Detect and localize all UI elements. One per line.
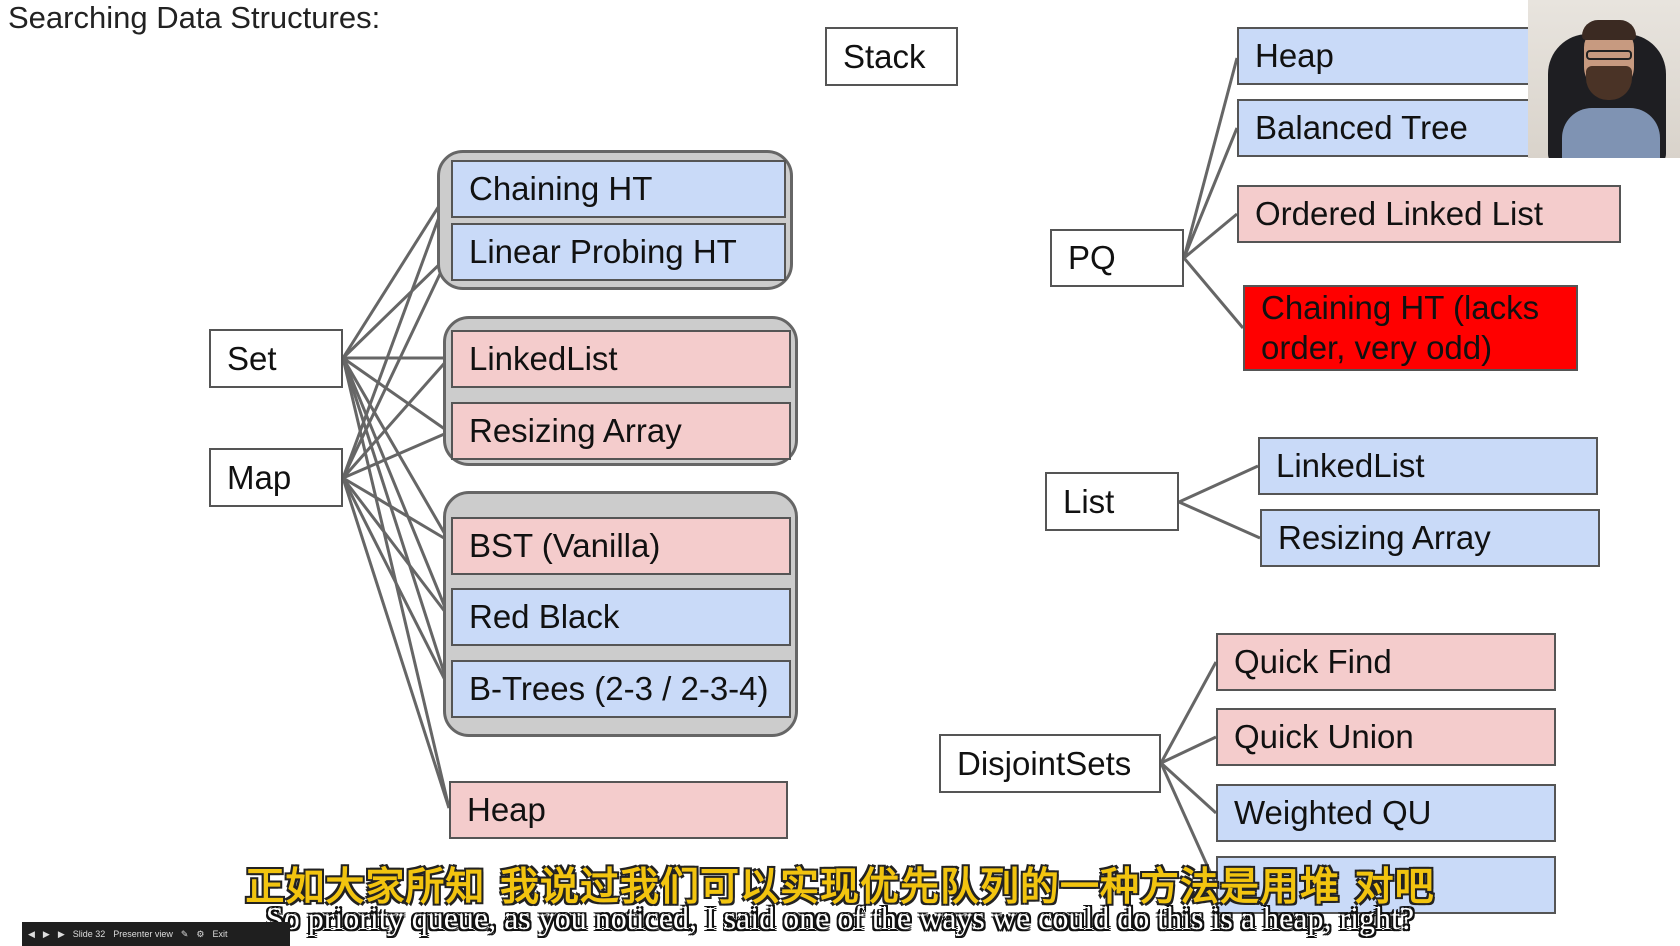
map-connector-7 [341, 477, 451, 809]
pq-connector-3 [1182, 257, 1245, 329]
map-connector-3 [342, 430, 450, 480]
disjointsets-fourth-box [1216, 856, 1556, 914]
pq-ordered-linked-list-box: Ordered Linked List [1237, 185, 1621, 243]
disjointsets-connector-2 [1159, 761, 1218, 815]
bst-vanilla-box: BST (Vanilla) [451, 517, 791, 575]
settings-icon[interactable]: ⚙ [196, 928, 205, 939]
map-box: Map [209, 448, 343, 507]
weighted-qu-box: Weighted QU [1216, 784, 1556, 842]
chaining-ht-box: Chaining HT [451, 160, 786, 218]
disjointsets-box: DisjointSets [939, 734, 1161, 793]
prev-slide-icon[interactable]: ◀ [28, 928, 35, 939]
pq-connector-0 [1182, 57, 1239, 259]
set-connector-6 [341, 357, 451, 689]
map-connector-5 [341, 477, 451, 618]
pq-connector-1 [1182, 127, 1239, 259]
heap-box: Heap [449, 781, 788, 839]
linkedlist-box: LinkedList [451, 330, 791, 388]
pq-balanced-tree-box: Balanced Tree [1237, 99, 1537, 157]
set-connector-3 [342, 356, 450, 434]
linear-probing-ht-box: Linear Probing HT [451, 223, 786, 281]
list-connector-0 [1178, 464, 1259, 504]
subtitle-chinese: 正如大家所知 我说过我们可以实现优先队列的一种方法是用堆 对吧 [245, 865, 1435, 910]
pq-connector-2 [1183, 212, 1238, 260]
map-connector-1 [341, 254, 451, 479]
quick-find-box: Quick Find [1216, 633, 1556, 691]
set-connector-7 [341, 357, 451, 809]
exit-button[interactable]: Exit [212, 929, 228, 939]
set-connector-4 [341, 357, 451, 542]
presenter-webcam [1528, 0, 1680, 158]
slide-title: Searching Data Structures: [8, 0, 381, 35]
list-linkedlist-box: LinkedList [1258, 437, 1598, 495]
set-connector-1 [341, 253, 451, 360]
subtitle-english: So priority queue, as you noticed, I sai… [265, 900, 1415, 936]
next-slide-icon[interactable]: ▶ [57, 928, 65, 939]
red-black-box: Red Black [451, 588, 791, 646]
list-connector-1 [1178, 500, 1261, 540]
list-resizing-array-box: Resizing Array [1260, 509, 1600, 567]
pq-box: PQ [1050, 229, 1184, 287]
presenter-view-button[interactable]: Presenter view [113, 929, 173, 939]
quick-union-box: Quick Union [1216, 708, 1556, 766]
list-box: List [1045, 472, 1179, 531]
map-connector-2 [341, 357, 451, 479]
set-box: Set [209, 329, 343, 388]
disjointsets-connector-1 [1160, 735, 1217, 765]
set-connector-5 [341, 357, 451, 618]
map-connector-4 [342, 476, 450, 543]
slide-toolbar: ◀ ▶ ▶ Slide 32 Presenter view ✎ ⚙ Exit [22, 922, 290, 946]
pq-heap-box: Heap [1237, 27, 1537, 85]
slide-number[interactable]: Slide 32 [72, 929, 106, 939]
stack-box: Stack [825, 27, 958, 86]
set-connector-0 [341, 189, 451, 359]
pq-chaining-ht-box: Chaining HT (lacks order, very odd) [1243, 285, 1578, 371]
disjointsets-connector-3 [1159, 762, 1218, 886]
resizing-array-box: Resizing Array [451, 402, 791, 460]
pen-icon[interactable]: ✎ [180, 928, 189, 939]
disjointsets-connector-0 [1159, 661, 1218, 764]
b-trees-box: B-Trees (2-3 / 2-3-4) [451, 660, 791, 718]
play-icon[interactable]: ▶ [42, 928, 50, 939]
